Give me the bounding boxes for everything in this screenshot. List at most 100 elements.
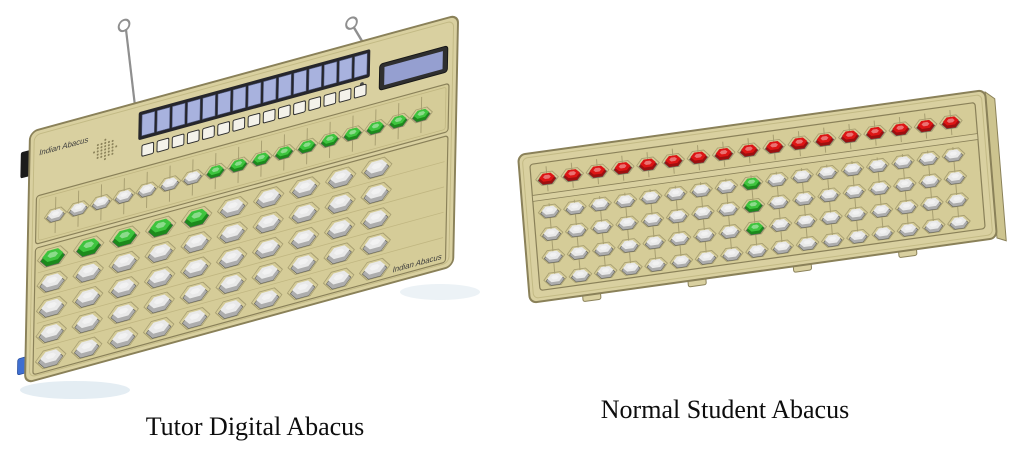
abacus-bead xyxy=(666,188,686,201)
bead-slot xyxy=(842,183,867,200)
bead-slot xyxy=(178,307,211,330)
bead-slot xyxy=(214,297,247,321)
bead-slot xyxy=(867,180,892,196)
abacus-bead xyxy=(290,255,316,275)
lcd-digit-display xyxy=(138,49,371,140)
abacus-bead xyxy=(916,119,936,133)
bead-slot xyxy=(716,201,741,217)
abacus-bead xyxy=(846,208,866,222)
bead-slot xyxy=(892,176,917,193)
bead-slot xyxy=(644,257,668,273)
abacus-bead xyxy=(668,210,688,224)
abacus-bead xyxy=(38,298,65,318)
abacus-bead xyxy=(893,156,913,170)
abacus-bead xyxy=(137,183,157,198)
bead-slot xyxy=(941,147,966,163)
abacus-bead xyxy=(570,269,591,283)
bead-slot xyxy=(669,253,694,269)
bead-slot xyxy=(180,231,212,254)
bead-slot xyxy=(66,200,90,218)
abacus-bead xyxy=(320,133,340,148)
bead-slot xyxy=(563,200,587,216)
bead-slot xyxy=(179,256,212,280)
abacus-bead xyxy=(326,219,353,239)
bead-slot xyxy=(288,201,320,225)
abacus-bead xyxy=(695,229,715,243)
bead-slot xyxy=(793,213,818,229)
abacus-bead xyxy=(592,221,612,234)
abacus-bead xyxy=(743,200,764,213)
abacus-bead xyxy=(147,243,173,263)
bead-slot xyxy=(615,215,640,231)
bead-slot xyxy=(764,171,789,188)
bead-slot xyxy=(250,287,283,311)
bead-slot xyxy=(249,150,273,168)
abacus-bead xyxy=(109,329,136,349)
abacus-bead xyxy=(146,269,173,289)
bead-slot xyxy=(323,242,355,266)
abacus-bead xyxy=(291,204,317,224)
abacus-bead xyxy=(945,171,965,185)
abacus-bead xyxy=(68,202,88,217)
bead-slot xyxy=(568,267,593,283)
bead-slot xyxy=(566,245,591,261)
abacus-bead xyxy=(871,204,892,218)
bead-slot xyxy=(287,226,320,250)
bead-slot xyxy=(363,118,388,136)
abacus-bead xyxy=(722,248,742,262)
bead-slot xyxy=(846,228,870,245)
abacus-bead xyxy=(769,196,789,210)
abacus-bead xyxy=(794,192,814,206)
abacus-bead xyxy=(949,216,969,230)
bead-slot xyxy=(360,181,392,205)
bead-slot xyxy=(71,285,104,309)
abacus-bead xyxy=(844,185,864,199)
abacus-bead xyxy=(253,290,280,310)
abacus-bead xyxy=(718,203,738,217)
bead-slot xyxy=(588,196,613,212)
abacus-bead xyxy=(868,159,888,173)
bead-slot xyxy=(642,234,667,250)
abacus-bead xyxy=(588,165,608,179)
bead-slot xyxy=(869,202,894,219)
abacus-bead xyxy=(691,184,711,198)
abacus-bead xyxy=(594,243,614,257)
abacus-bead xyxy=(219,224,245,244)
bead-slot xyxy=(790,168,814,184)
bead-slot xyxy=(180,205,213,229)
abacus-bead xyxy=(361,260,388,280)
abacus-bead xyxy=(823,234,843,248)
abacus-bead xyxy=(389,114,408,129)
bead-slot xyxy=(663,186,688,202)
abacus-bead xyxy=(181,309,208,329)
abacus-bead xyxy=(870,182,890,196)
abacus-bead xyxy=(291,179,318,199)
abacus-bead xyxy=(325,270,352,290)
bead-slot xyxy=(72,260,104,284)
bead-slot xyxy=(920,195,944,212)
bead-slot xyxy=(318,131,342,149)
bead-slot xyxy=(295,137,319,155)
abacus-bead xyxy=(110,279,137,298)
lower-bead-deck xyxy=(537,146,971,287)
abacus-bead xyxy=(110,304,136,324)
bead-slot xyxy=(918,173,942,189)
abacus-bead xyxy=(569,247,589,260)
bead-slot xyxy=(358,257,391,281)
abacus-bead xyxy=(663,155,683,168)
bead-slot xyxy=(216,221,248,245)
bead-slot xyxy=(251,262,283,285)
bead-slot xyxy=(768,216,793,233)
abacus-bead xyxy=(646,259,666,272)
key-button xyxy=(353,83,367,99)
bead-slot xyxy=(203,162,228,180)
bead-slot xyxy=(943,169,968,186)
bead-slot xyxy=(287,252,319,276)
bead-slot xyxy=(560,167,585,183)
bead-slot xyxy=(215,271,247,295)
speaker-grille-icon xyxy=(93,138,118,161)
bead-slot xyxy=(863,124,887,141)
bead-slot xyxy=(72,235,105,259)
bead-slot xyxy=(179,281,211,305)
